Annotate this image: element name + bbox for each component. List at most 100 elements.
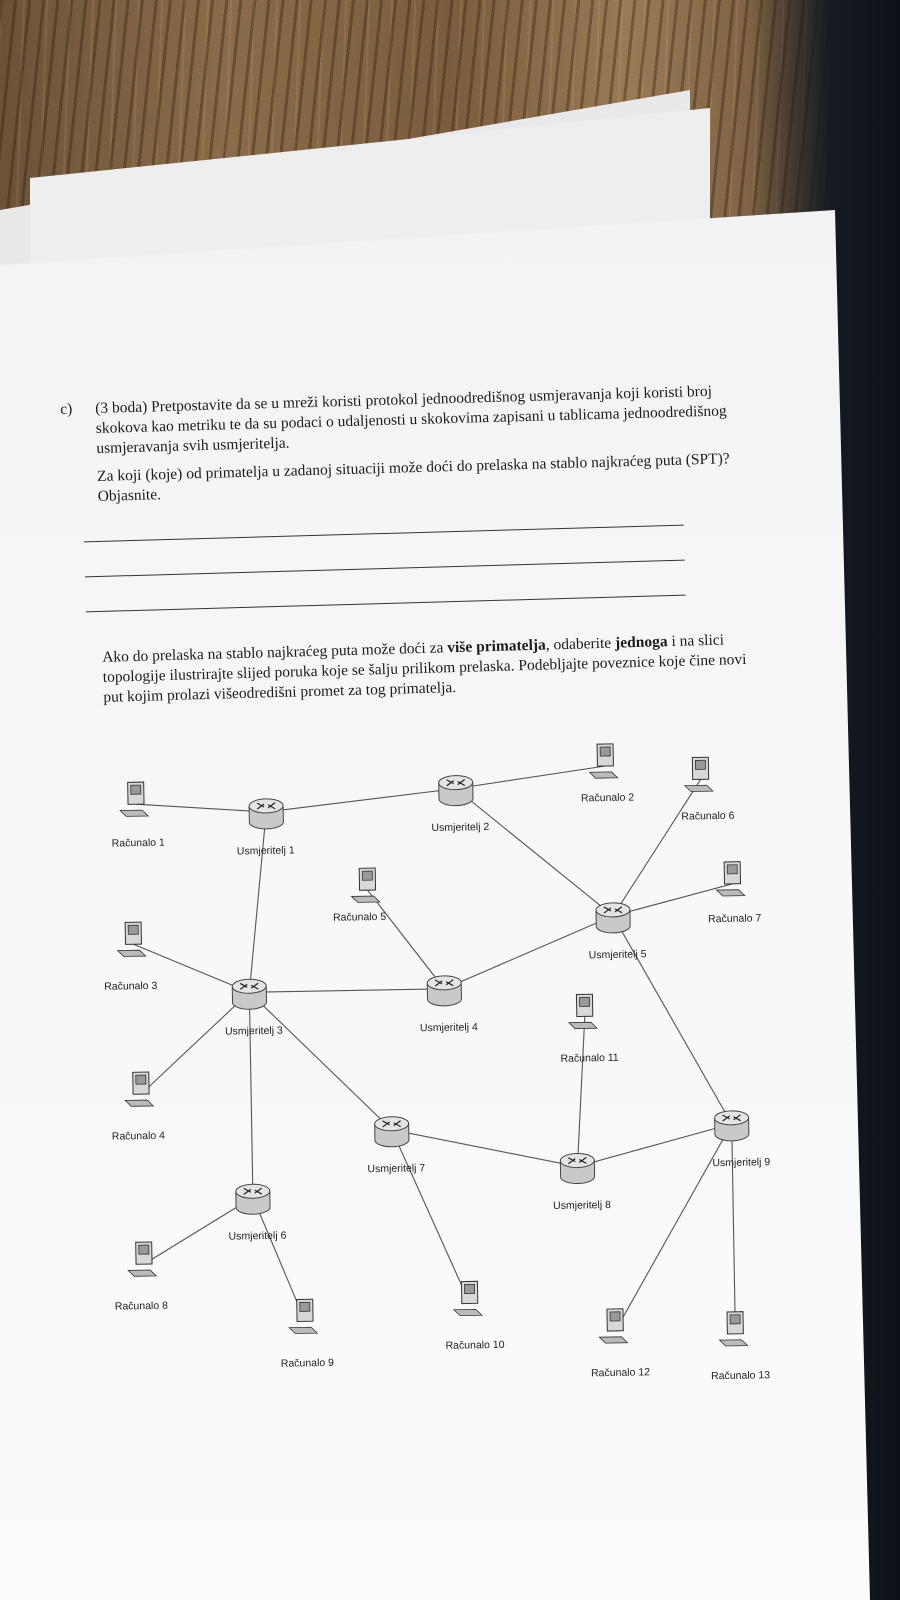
network-link[interactable] bbox=[575, 1016, 588, 1167]
question-ask: Za koji (koje) od primatelja u zadanoj s… bbox=[96, 450, 730, 505]
router-node[interactable]: Usmjeritelj 9 bbox=[711, 1110, 770, 1169]
network-link[interactable] bbox=[455, 786, 614, 919]
router-icon-top bbox=[374, 1116, 410, 1132]
router-arrow-icon bbox=[254, 1187, 263, 1194]
router-arrow-icon bbox=[579, 1158, 587, 1164]
network-link[interactable] bbox=[391, 1128, 471, 1304]
router-arrow-icon bbox=[254, 1189, 263, 1195]
network-link[interactable] bbox=[731, 1123, 736, 1334]
router-label: Usmjeritelj 8 bbox=[553, 1199, 611, 1212]
network-link[interactable] bbox=[455, 765, 606, 790]
computer-node[interactable]: Računalo 12 bbox=[590, 1308, 650, 1379]
router-node[interactable]: Usmjeritelj 2 bbox=[431, 775, 490, 834]
keyboard-icon bbox=[127, 1269, 158, 1277]
computer-node[interactable]: Računalo 6 bbox=[680, 756, 735, 823]
computer-label: Računalo 8 bbox=[115, 1300, 168, 1313]
network-link[interactable] bbox=[248, 992, 254, 1198]
network-link[interactable] bbox=[367, 889, 445, 990]
network-link[interactable] bbox=[246, 811, 269, 993]
network-link[interactable] bbox=[133, 942, 250, 994]
keyboard-icon bbox=[116, 949, 147, 957]
network-link[interactable] bbox=[136, 802, 267, 814]
network-link[interactable] bbox=[249, 988, 445, 993]
network-link[interactable] bbox=[143, 1196, 254, 1265]
router-arrow-icon bbox=[434, 980, 443, 987]
computer-screen-icon bbox=[694, 759, 706, 770]
router-arrow-icon bbox=[733, 1114, 741, 1121]
router-icon-top bbox=[248, 798, 284, 814]
network-link[interactable] bbox=[139, 991, 251, 1095]
topology-svg: Usmjeritelj 1 Usmjeritelj 2 Usmjeritelj 3 U… bbox=[103, 743, 770, 1382]
keyboard-icon bbox=[288, 1326, 319, 1334]
question-points: (3 boda) bbox=[95, 398, 148, 418]
router-node[interactable]: Usmjeritelj 8 bbox=[552, 1153, 611, 1212]
computer-node[interactable]: Računalo 7 bbox=[707, 861, 762, 925]
router-arrow-icon bbox=[579, 1156, 587, 1164]
router-node[interactable]: Usmjeritelj 1 bbox=[236, 798, 295, 857]
router-arrow-icon bbox=[267, 804, 276, 810]
computer-label: Računalo 13 bbox=[711, 1369, 770, 1382]
router-node[interactable]: Usmjeritelj 3 bbox=[224, 978, 283, 1038]
computer-screen-icon bbox=[130, 784, 142, 795]
keyboard-icon bbox=[598, 1336, 629, 1344]
computer-node[interactable]: Računalo 9 bbox=[280, 1298, 334, 1370]
network-link[interactable] bbox=[266, 788, 456, 813]
router-arrow-icon bbox=[457, 781, 466, 786]
router-arrow-icon bbox=[733, 1116, 741, 1122]
network-link[interactable] bbox=[248, 990, 393, 1132]
router-icon-top bbox=[235, 1183, 271, 1199]
router-arrow-icon bbox=[567, 1157, 576, 1163]
router-arrow-icon bbox=[603, 907, 612, 914]
router-label: Usmjeritelj 5 bbox=[589, 948, 647, 961]
router-node[interactable]: Usmjeritelj 6 bbox=[228, 1183, 287, 1243]
answer-line[interactable] bbox=[84, 559, 685, 578]
router-label: Usmjeritelj 1 bbox=[237, 844, 295, 857]
router-node[interactable]: Usmjeritelj 4 bbox=[419, 975, 478, 1034]
computer-node[interactable]: Računalo 4 bbox=[111, 1071, 165, 1143]
computer-screen-icon bbox=[299, 1301, 311, 1312]
computer-screen-icon bbox=[729, 1314, 741, 1325]
router-arrow-icon bbox=[568, 1158, 576, 1165]
computer-node[interactable]: Računalo 3 bbox=[103, 921, 158, 993]
computer-screen-icon bbox=[361, 870, 373, 881]
router-node[interactable]: Usmjeritelj 7 bbox=[367, 1116, 426, 1175]
answer-line[interactable] bbox=[83, 524, 684, 543]
router-icon-top bbox=[714, 1110, 750, 1126]
network-link[interactable] bbox=[443, 915, 614, 990]
exam-paper-sheet bbox=[0, 210, 870, 1600]
computer-label: Računalo 3 bbox=[104, 980, 157, 993]
router-arrow-icon bbox=[243, 1188, 252, 1195]
computer-node[interactable]: Računalo 5 bbox=[332, 867, 386, 924]
computer-node[interactable]: Računalo 2 bbox=[580, 743, 634, 805]
router-arrow-icon bbox=[239, 983, 248, 990]
computer-node[interactable]: Računalo 11 bbox=[559, 993, 619, 1065]
network-link[interactable] bbox=[391, 1127, 578, 1170]
computer-label: Računalo 7 bbox=[708, 912, 761, 925]
computer-label: Računalo 11 bbox=[560, 1052, 619, 1065]
router-arrow-icon bbox=[614, 906, 623, 913]
computer-node[interactable]: Računalo 13 bbox=[710, 1311, 770, 1382]
computer-label: Računalo 1 bbox=[112, 837, 165, 850]
computer-node[interactable]: Računalo 1 bbox=[111, 781, 165, 850]
computer-node[interactable]: Računalo 10 bbox=[444, 1280, 505, 1352]
computer-label: Računalo 4 bbox=[112, 1130, 165, 1143]
network-link[interactable] bbox=[611, 779, 703, 917]
router-arrow-icon bbox=[382, 1121, 390, 1128]
question-label: c) bbox=[60, 400, 73, 418]
answer-line[interactable] bbox=[85, 594, 686, 613]
router-node[interactable]: Usmjeritelj 5 bbox=[588, 902, 647, 961]
network-link[interactable] bbox=[612, 914, 733, 1126]
keyboard-icon bbox=[715, 889, 746, 897]
computer-screen-icon bbox=[135, 1074, 147, 1085]
network-link[interactable] bbox=[577, 1123, 733, 1168]
keyboard-icon bbox=[683, 784, 714, 792]
computer-node[interactable]: Računalo 8 bbox=[114, 1241, 168, 1313]
network-link[interactable] bbox=[612, 883, 734, 917]
router-icon-top bbox=[231, 978, 267, 994]
keyboard-icon bbox=[567, 1021, 598, 1029]
computer-screen-icon bbox=[579, 996, 591, 1007]
computer-screen-icon bbox=[726, 864, 738, 875]
keyboard-icon bbox=[119, 809, 150, 817]
router-arrow-icon bbox=[393, 1122, 401, 1128]
network-link[interactable] bbox=[612, 1123, 736, 1332]
